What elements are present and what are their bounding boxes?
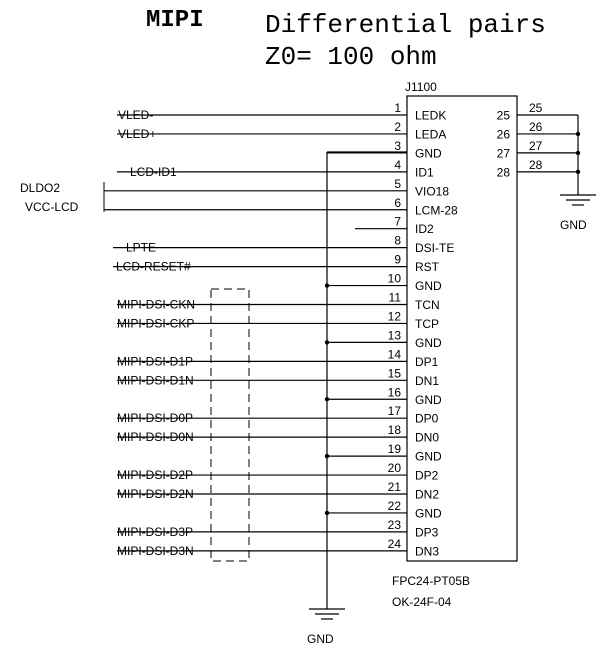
pin-number: 4 <box>394 158 401 172</box>
pin-number: 5 <box>394 177 401 191</box>
pin-name: GND <box>415 336 442 350</box>
title-line2: Z0= 100 ohm <box>265 42 437 72</box>
junction-dot <box>324 453 330 459</box>
title-line1: Differential pairs <box>265 10 546 40</box>
right-pin-number: 25 <box>497 109 511 123</box>
pin-name: TCN <box>415 298 440 312</box>
pin-number: 22 <box>388 499 402 513</box>
net-label: VLED+ <box>118 127 156 141</box>
pin-number: 3 <box>394 139 401 153</box>
pin-name: DP2 <box>415 469 439 483</box>
junction-dot <box>324 340 330 345</box>
pin-number: 8 <box>394 234 401 248</box>
right-pin-number: 28 <box>497 165 511 179</box>
right-net-label: 28 <box>529 158 543 172</box>
junction-dot <box>575 150 581 156</box>
right-pin-number: 27 <box>497 146 511 160</box>
junction-dot <box>324 283 330 288</box>
connector-part-number: FPC24-PT05B <box>392 574 470 588</box>
pin-name: RST <box>415 260 440 274</box>
pin-name: DN1 <box>415 374 439 388</box>
pin-number: 9 <box>394 253 401 267</box>
pin-number: 18 <box>388 423 402 437</box>
pin-name: ID1 <box>415 165 434 179</box>
pin-name: DN2 <box>415 488 439 502</box>
net-label: MIPI-DSI-D2P <box>117 468 193 482</box>
pin-name: GND <box>415 506 442 520</box>
net-label: LCD-ID1 <box>130 165 177 179</box>
pin-number: 12 <box>388 309 402 323</box>
right-pin-number: 26 <box>497 127 511 141</box>
left-gnd-symbol <box>309 608 345 620</box>
pin-number: 20 <box>388 461 402 475</box>
pin-name: GND <box>415 450 442 464</box>
pin-name: DN0 <box>415 431 439 445</box>
net-label: DLDO2 <box>20 181 60 195</box>
pin-name: DP3 <box>415 525 439 539</box>
right-gnd-symbol <box>560 194 596 206</box>
connector-part-code: OK-24F-04 <box>392 595 452 609</box>
pin-number: 1 <box>394 101 401 115</box>
net-label: VCC-LCD <box>25 200 79 214</box>
pin-name: DN3 <box>415 544 439 558</box>
pin-number: 14 <box>388 347 402 361</box>
net-label: MIPI-DSI-CKN <box>117 298 195 312</box>
junction-dot <box>575 131 581 137</box>
pin-number: 16 <box>388 385 402 399</box>
pin-name: ID2 <box>415 222 434 236</box>
pin-name: GND <box>415 146 442 160</box>
pin-number: 17 <box>388 404 402 418</box>
right-net-label: 26 <box>529 120 543 134</box>
pin-name: VIO18 <box>415 184 449 198</box>
pin-name: GND <box>415 279 442 293</box>
pin-name: LEDA <box>415 127 446 141</box>
pin-number: 11 <box>389 291 402 305</box>
connector-body <box>406 95 518 562</box>
pin-name: LEDK <box>415 109 446 123</box>
junction-dot <box>575 169 581 175</box>
pin-number: 13 <box>388 328 402 342</box>
net-label: MIPI-DSI-D3N <box>117 544 194 558</box>
pin-name: DP0 <box>415 412 439 426</box>
right-net-label: 27 <box>529 139 543 153</box>
net-label: LPTE <box>126 241 156 255</box>
left-gnd-label: GND <box>307 632 334 646</box>
pin-number: 21 <box>388 480 402 494</box>
net-label: VLED- <box>118 108 153 122</box>
pin-number: 23 <box>388 518 402 532</box>
pin-name: TCP <box>415 317 439 331</box>
pin-name: DP1 <box>415 355 439 369</box>
pin-number: 19 <box>388 442 402 456</box>
net-label: MIPI-DSI-D1N <box>117 373 194 387</box>
right-gnd-label: GND <box>560 218 587 232</box>
right-net-label: 25 <box>529 101 543 115</box>
pin-name: DSI-TE <box>415 241 454 255</box>
net-label: LCD-RESET# <box>116 260 191 274</box>
junction-dot <box>324 510 330 516</box>
net-label: MIPI-DSI-D0N <box>117 430 194 444</box>
pin-number: 10 <box>388 272 402 286</box>
title-bold: MIPI <box>146 7 204 34</box>
pin-number: 2 <box>394 120 401 134</box>
net-label: MIPI-DSI-D0P <box>117 411 193 425</box>
net-label: MIPI-DSI-CKP <box>117 316 194 330</box>
pin-name: LCM-28 <box>415 203 458 217</box>
junction-dot <box>324 397 330 402</box>
pin-number: 15 <box>388 366 402 380</box>
net-label: MIPI-DSI-D1P <box>117 354 193 368</box>
pin-number: 7 <box>394 215 401 229</box>
net-label: MIPI-DSI-D3P <box>117 525 193 539</box>
pin-name: GND <box>415 393 442 407</box>
pin-number: 24 <box>388 537 402 551</box>
pin-number: 6 <box>394 196 401 210</box>
connector-refdes: J1100 <box>405 80 437 94</box>
diff-pair-box <box>210 288 250 562</box>
net-label: MIPI-DSI-D2N <box>117 487 194 501</box>
